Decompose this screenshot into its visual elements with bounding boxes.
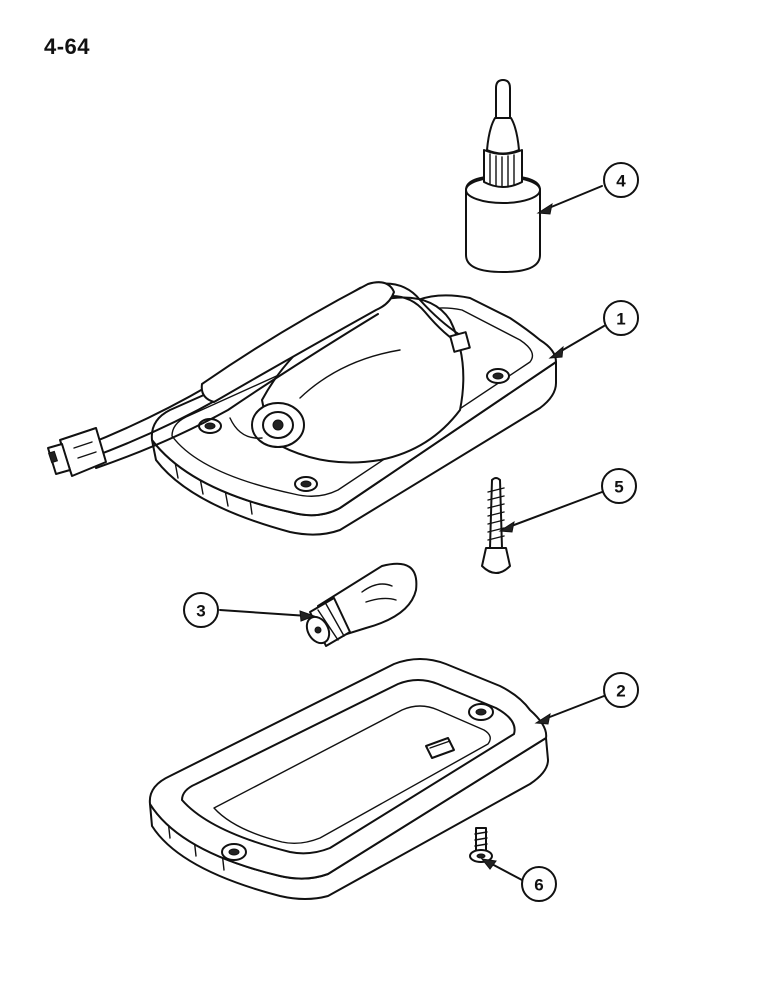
page-number: 4-64 [44, 34, 91, 59]
lamp-housing-illustration [47, 281, 557, 536]
callout-3: 3 [183, 592, 219, 628]
callout-label-5: 5 [614, 478, 623, 497]
lens-frame-illustration [148, 658, 549, 900]
callout-5: 5 [601, 468, 637, 504]
adhesive-bottle-illustration [465, 79, 541, 273]
callout-2: 2 [603, 672, 639, 708]
leader-lines [219, 185, 605, 881]
bulb-illustration [305, 562, 418, 647]
callout-label-4: 4 [616, 172, 626, 191]
small-screw-illustration [469, 827, 493, 863]
callout-6: 6 [521, 866, 557, 902]
callout-label-1: 1 [616, 310, 625, 329]
callout-label-3: 3 [196, 602, 205, 621]
callout-label-2: 2 [616, 682, 625, 701]
callout-4: 4 [603, 162, 639, 198]
wood-screw-illustration [481, 477, 511, 574]
callout-1: 1 [603, 300, 639, 336]
callout-label-6: 6 [534, 876, 543, 895]
